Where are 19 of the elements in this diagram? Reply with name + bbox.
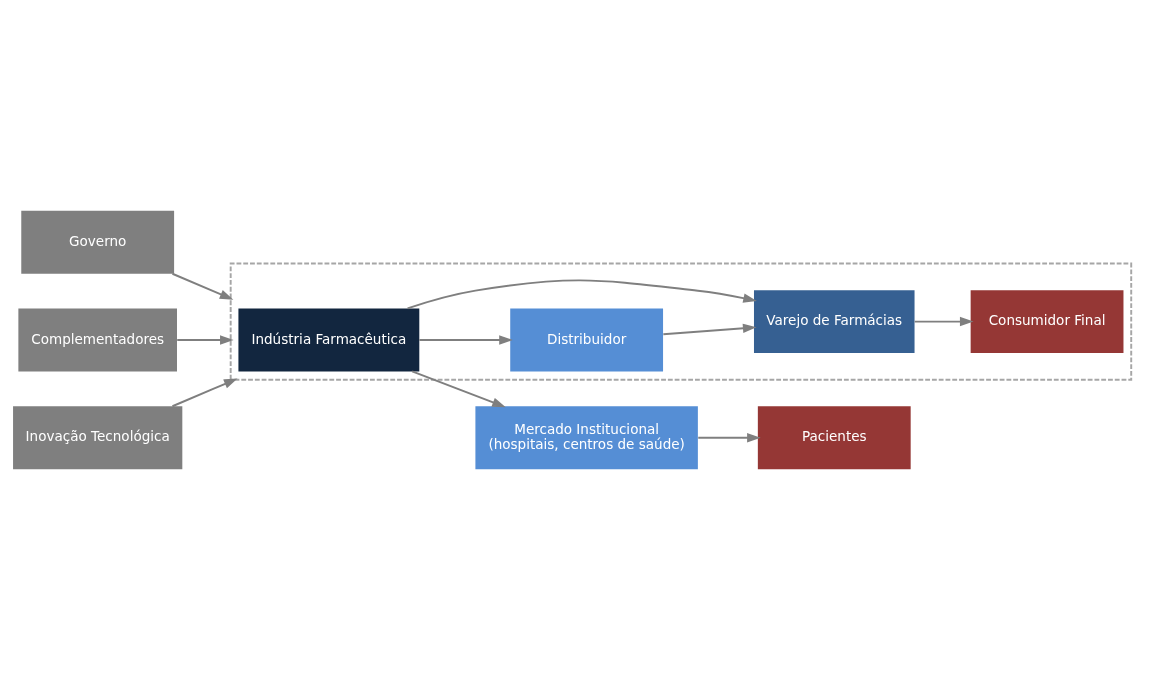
arrow xyxy=(176,334,234,345)
node-box: Governo xyxy=(21,210,175,274)
arrow xyxy=(418,334,513,345)
node-box: Distribuidor xyxy=(510,308,664,371)
arrow xyxy=(171,272,234,300)
arrow xyxy=(662,323,757,335)
node-box: Mercado Institucional (hospitais, centros de saúde) xyxy=(475,405,698,469)
node-box: Consumidor Final xyxy=(970,289,1124,353)
arrow xyxy=(411,370,506,407)
node-box: Varejo de Farmácias xyxy=(754,289,915,353)
arrow xyxy=(171,378,238,407)
arrow xyxy=(406,279,757,309)
arrow xyxy=(913,316,974,326)
node-box: Inovação Tecnológica xyxy=(13,405,183,469)
node-box: Complementadores xyxy=(18,308,177,371)
cluster xyxy=(229,262,1133,381)
node-box: Pacientes xyxy=(757,405,911,469)
node-box: Indústria Farmacêutica xyxy=(238,308,420,371)
arrow xyxy=(697,432,761,442)
